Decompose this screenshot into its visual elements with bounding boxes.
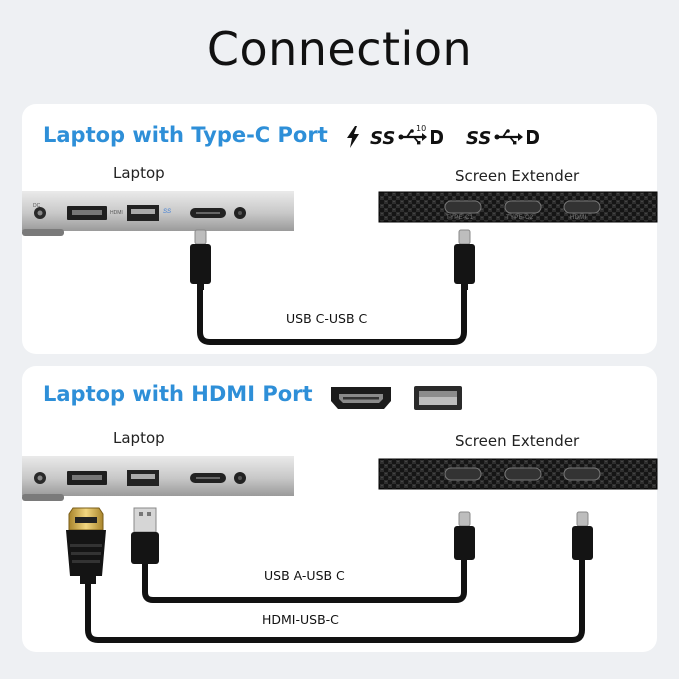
typec-section-heading: Laptop with Type-C Port <box>43 123 328 147</box>
extender-port-label-1: TYPE-C1 <box>446 215 474 221</box>
typec-extender <box>378 191 658 223</box>
hdmi-port-icon <box>331 387 391 409</box>
thunderbolt-icon <box>347 126 359 148</box>
usb-a-port-icon <box>414 386 462 410</box>
usb-a-cable-label: USB A-USB C <box>264 568 345 583</box>
laptop-dc-port-label: DC <box>33 203 41 209</box>
superspeed-10-displayport-icon: SS 10 <box>370 124 443 149</box>
svg-text:SS: SS <box>370 128 395 149</box>
laptop-hdmi-port-label: HDMI <box>110 210 123 216</box>
hdmi-usb-c-cable <box>66 507 593 643</box>
hdmi-extender <box>378 458 658 490</box>
page-title: Connection <box>206 22 473 76</box>
typec-cable-label: USB C-USB C <box>286 311 368 326</box>
typec-laptop-label: Laptop <box>113 164 165 182</box>
superspeed-displayport-icon: SS <box>466 128 539 149</box>
usb-a-usb-c-cable <box>131 507 475 603</box>
hdmi-laptop <box>22 456 294 501</box>
hdmi-section-heading: Laptop with HDMI Port <box>43 382 313 406</box>
usb-c-usb-c-cable <box>190 229 475 345</box>
svg-text:SS: SS <box>466 128 491 149</box>
laptop-usb-port-label: SS <box>163 209 172 215</box>
typec-laptop <box>22 191 294 236</box>
typec-extender-label: Screen Extender <box>455 167 580 185</box>
hdmi-laptop-label: Laptop <box>113 429 165 447</box>
hdmi-cable-label: HDMI-USB-C <box>262 612 339 627</box>
hdmi-extender-label: Screen Extender <box>455 432 580 450</box>
hdmi-section-card <box>22 366 657 652</box>
extender-port-label-2: TYPE-C2 <box>506 215 534 221</box>
extender-port-label-3: HDMI <box>570 215 587 221</box>
superspeed-badge: 10 <box>416 124 426 133</box>
